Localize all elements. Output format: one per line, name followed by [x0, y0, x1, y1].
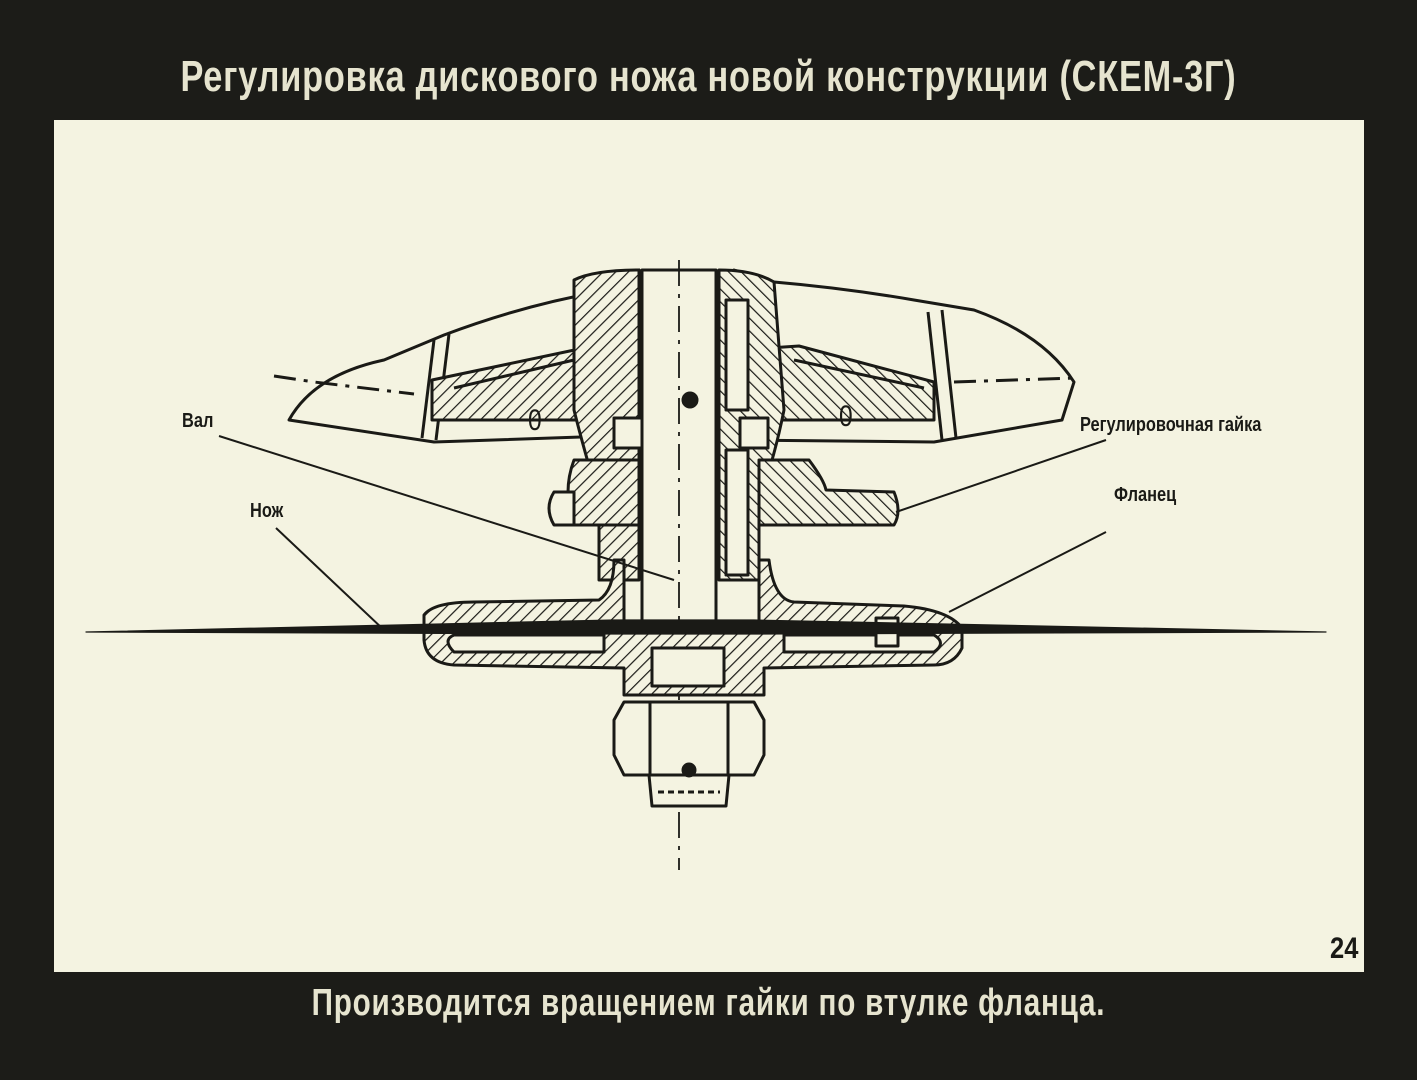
slide-caption: Производится вращением гайки по втулке ф…	[311, 982, 1106, 1024]
leader-shaft	[218, 435, 675, 581]
label-adjusting-nut: Регулировочная гайка	[1080, 414, 1262, 436]
page-number: 24	[1329, 932, 1358, 965]
mark-right-zero: 0	[839, 400, 853, 433]
label-shaft: Вал	[182, 410, 214, 432]
cross-section-drawing	[85, 260, 1327, 870]
label-knife: Нож	[250, 500, 284, 522]
mark-left-zero: 0	[528, 404, 542, 437]
leader-adjusting-nut	[895, 439, 1107, 513]
leader-flange	[948, 531, 1107, 613]
diagram-panel: Вал Нож Регулировочная гайка Фланец 0 0 …	[54, 120, 1364, 972]
adjusting-nut-left	[566, 458, 641, 527]
adjusting-nut-right	[757, 458, 900, 527]
slide-title: Регулировка дискового ножа новой констру…	[180, 52, 1237, 101]
leader-knife	[275, 527, 385, 631]
label-flange: Фланец	[1114, 484, 1177, 506]
knife-blade	[85, 619, 1327, 635]
